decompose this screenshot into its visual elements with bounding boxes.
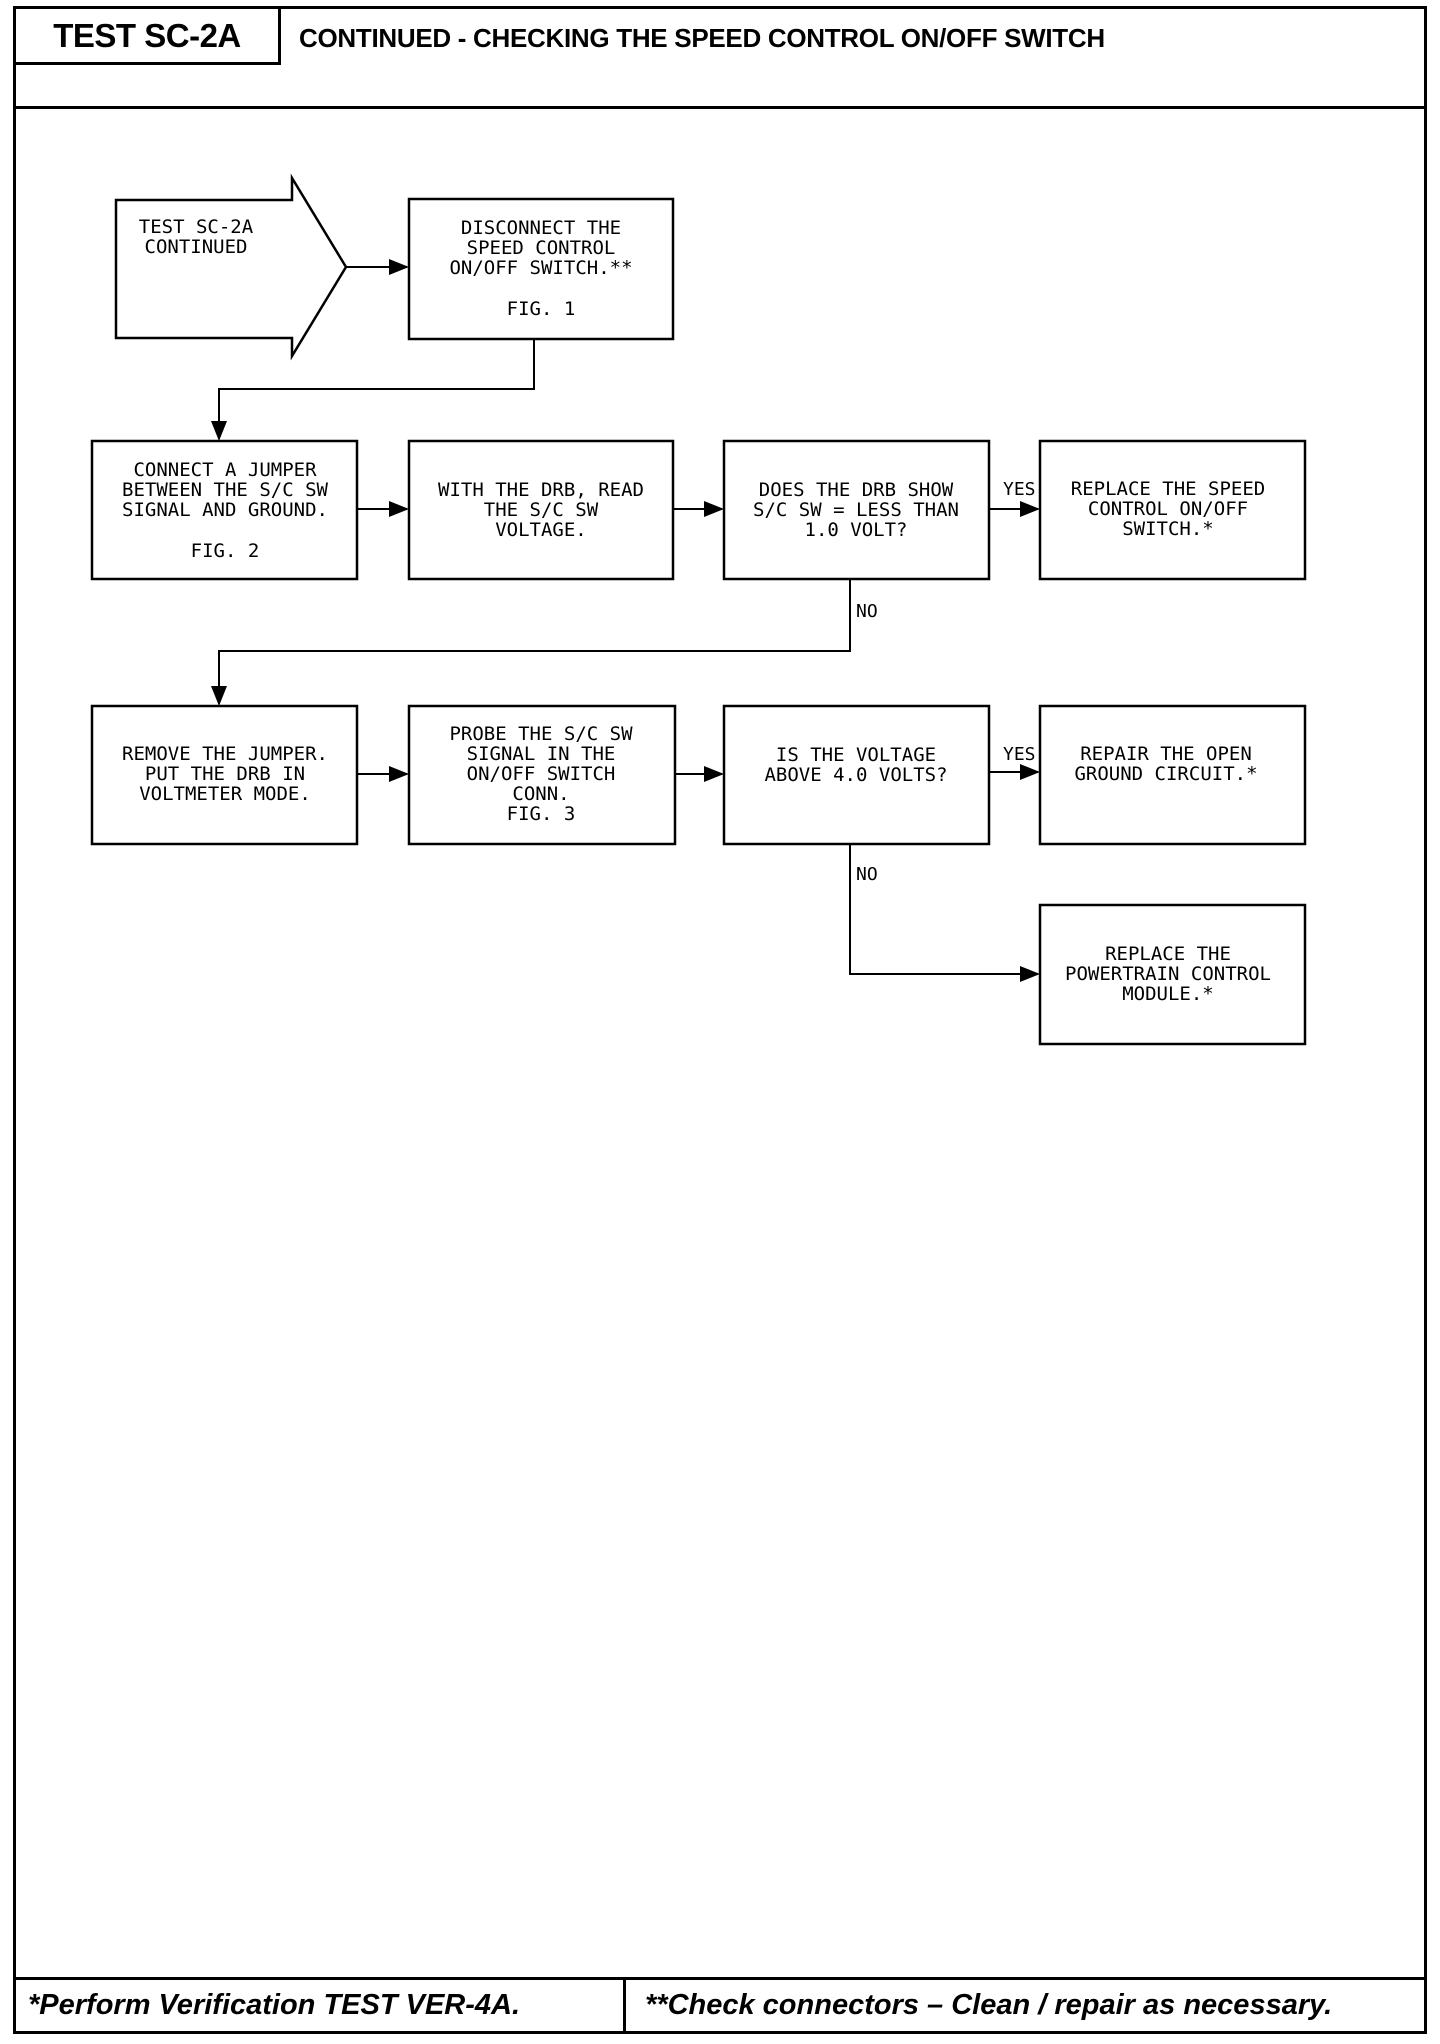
step-text: 1.0 VOLT? bbox=[805, 519, 908, 541]
connector bbox=[211, 339, 535, 441]
step-connect-jumper: CONNECT A JUMPER BETWEEN THE S/C SW SIGN… bbox=[90, 439, 359, 581]
step-text: REPLACE THE SPEED bbox=[1071, 478, 1265, 500]
footer-note-connectors: **Check connectors – Clean / repair as n… bbox=[645, 1989, 1333, 2021]
step-text: FIG. 1 bbox=[507, 298, 576, 320]
test-id: TEST SC-2A bbox=[16, 9, 281, 65]
step-text: SIGNAL IN THE bbox=[467, 743, 616, 765]
step-disconnect-switch: DISCONNECT THE SPEED CONTROL ON/OFF SWIT… bbox=[407, 197, 675, 341]
step-text: GROUND CIRCUIT.* bbox=[1074, 763, 1257, 785]
decision-less-than-1v: DOES THE DRB SHOW S/C SW = LESS THAN 1.0… bbox=[722, 439, 991, 581]
start-node: TEST SC-2A CONTINUED bbox=[114, 173, 348, 361]
step-text: VOLTMETER MODE. bbox=[139, 783, 311, 805]
connector bbox=[849, 844, 1040, 982]
step-probe-signal: PROBE THE S/C SW SIGNAL IN THE ON/OFF SW… bbox=[407, 704, 677, 846]
start-line-1: TEST SC-2A bbox=[139, 216, 254, 238]
page-title: CONTINUED - CHECKING THE SPEED CONTROL O… bbox=[299, 23, 1105, 53]
step-text: ON/OFF SWITCH.** bbox=[449, 257, 632, 279]
step-text: IS THE VOLTAGE bbox=[776, 744, 936, 766]
label-yes: YES bbox=[1003, 744, 1036, 765]
page-frame: TEST SC-2A CONTINUED - CHECKING THE SPEE… bbox=[13, 6, 1427, 2034]
step-text: DISCONNECT THE bbox=[461, 217, 621, 239]
step-text: FIG. 2 bbox=[191, 540, 260, 562]
header: TEST SC-2A CONTINUED - CHECKING THE SPEE… bbox=[16, 9, 1424, 109]
label-yes: YES bbox=[1003, 479, 1036, 500]
step-text: ON/OFF SWITCH bbox=[467, 763, 616, 785]
decision-above-4v: IS THE VOLTAGE ABOVE 4.0 VOLTS? bbox=[722, 704, 991, 846]
step-text: DOES THE DRB SHOW bbox=[759, 479, 954, 501]
step-text: PROBE THE S/C SW bbox=[449, 723, 633, 745]
start-line-2: CONTINUED bbox=[145, 236, 248, 258]
step-text: S/C SW = LESS THAN bbox=[753, 499, 959, 521]
footer-note-verification: *Perform Verification TEST VER-4A. bbox=[16, 1980, 626, 2031]
step-text: WITH THE DRB, READ bbox=[438, 479, 644, 501]
step-text: POWERTRAIN CONTROL bbox=[1065, 963, 1271, 985]
step-remove-jumper: REMOVE THE JUMPER. PUT THE DRB IN VOLTME… bbox=[90, 704, 359, 846]
step-text: BETWEEN THE S/C SW bbox=[122, 479, 328, 501]
step-text: REPAIR THE OPEN bbox=[1080, 743, 1252, 765]
label-no: NO bbox=[856, 864, 878, 885]
step-replace-pcm: REPLACE THE POWERTRAIN CONTROL MODULE.* bbox=[1038, 903, 1307, 1046]
step-read-voltage: WITH THE DRB, READ THE S/C SW VOLTAGE. bbox=[407, 439, 675, 581]
connector bbox=[211, 579, 851, 706]
step-text: CONTROL ON/OFF bbox=[1088, 498, 1248, 520]
step-text: CONN. bbox=[512, 783, 569, 805]
step-repair-ground: REPAIR THE OPEN GROUND CIRCUIT.* bbox=[1038, 704, 1307, 846]
step-replace-switch: REPLACE THE SPEED CONTROL ON/OFF SWITCH.… bbox=[1038, 439, 1307, 581]
step-text: ABOVE 4.0 VOLTS? bbox=[764, 764, 947, 786]
step-text: CONNECT A JUMPER bbox=[133, 459, 317, 481]
footer: *Perform Verification TEST VER-4A. **Che… bbox=[16, 1977, 1424, 2031]
step-text: VOLTAGE. bbox=[495, 519, 587, 541]
step-text: REPLACE THE bbox=[1105, 943, 1231, 965]
step-text: MODULE.* bbox=[1122, 983, 1214, 1005]
step-text: SPEED CONTROL bbox=[467, 237, 616, 259]
connectors bbox=[211, 259, 1040, 982]
label-no: NO bbox=[856, 601, 878, 622]
step-text: SWITCH.* bbox=[1122, 518, 1214, 540]
step-text: PUT THE DRB IN bbox=[145, 763, 305, 785]
step-text: REMOVE THE JUMPER. bbox=[122, 743, 328, 765]
step-text: FIG. 3 bbox=[507, 803, 576, 825]
step-text: SIGNAL AND GROUND. bbox=[122, 499, 328, 521]
step-text: THE S/C SW bbox=[484, 499, 599, 521]
